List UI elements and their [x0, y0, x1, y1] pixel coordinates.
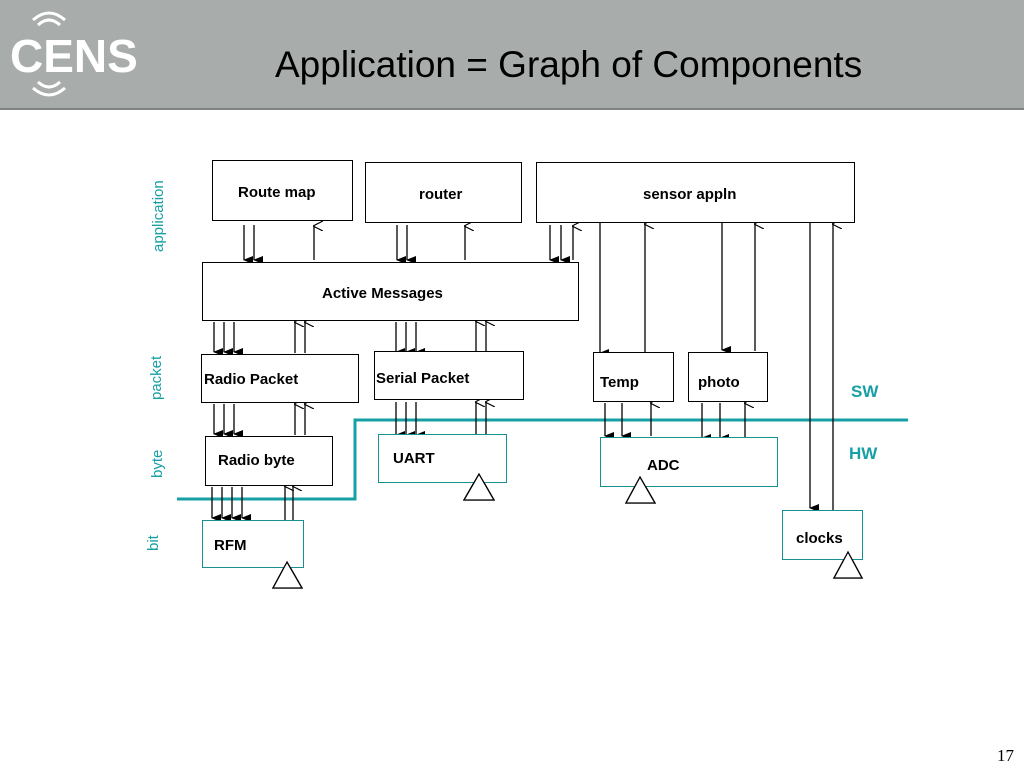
layer-label-application: application [150, 180, 167, 252]
page-number: 17 [997, 746, 1014, 765]
component-label: ADC [647, 457, 680, 474]
component-label: Route map [238, 184, 316, 201]
component-route-map: Route map [212, 160, 353, 221]
slide-header: CENS Application = Graph of Components [0, 0, 1024, 110]
component-label: Active Messages [322, 285, 443, 302]
component-label: clocks [796, 530, 843, 547]
component-rfm: RFM [202, 520, 304, 568]
component-temp: Temp [593, 352, 674, 402]
component-label: photo [698, 374, 740, 391]
component-uart: UART [378, 434, 507, 483]
component-label: router [419, 186, 463, 203]
component-label: Radio Packet [204, 371, 299, 388]
layer-label-packet: packet [148, 355, 165, 400]
component-label: UART [393, 450, 435, 467]
component-sensor-appln: sensor appln [536, 162, 855, 223]
component-radio-byte: Radio byte [205, 436, 333, 486]
sw-hw-boundary [177, 418, 908, 501]
component-adc: ADC [600, 437, 778, 487]
component-label: sensor appln [643, 186, 737, 203]
layer-label-bit: bit [145, 535, 162, 551]
component-serial-packet: Serial Packet [374, 351, 524, 400]
component-label: RFM [214, 537, 247, 554]
component-clocks: clocks [782, 510, 863, 560]
logo-text: CENS [10, 30, 138, 82]
cens-logo: CENS [10, 11, 138, 97]
slide-title: Application = Graph of Components [275, 44, 863, 85]
component-label: Radio byte [218, 452, 295, 469]
component-router: router [365, 162, 522, 223]
sw-label: SW [851, 382, 879, 401]
layer-label-byte: byte [149, 449, 166, 478]
component-photo: photo [688, 352, 768, 402]
hw-label: HW [849, 444, 878, 463]
component-label: Serial Packet [376, 370, 470, 387]
component-label: Temp [600, 374, 639, 391]
component-radio-packet: Radio Packet [201, 354, 359, 403]
component-active-messages: Active Messages [202, 262, 579, 321]
